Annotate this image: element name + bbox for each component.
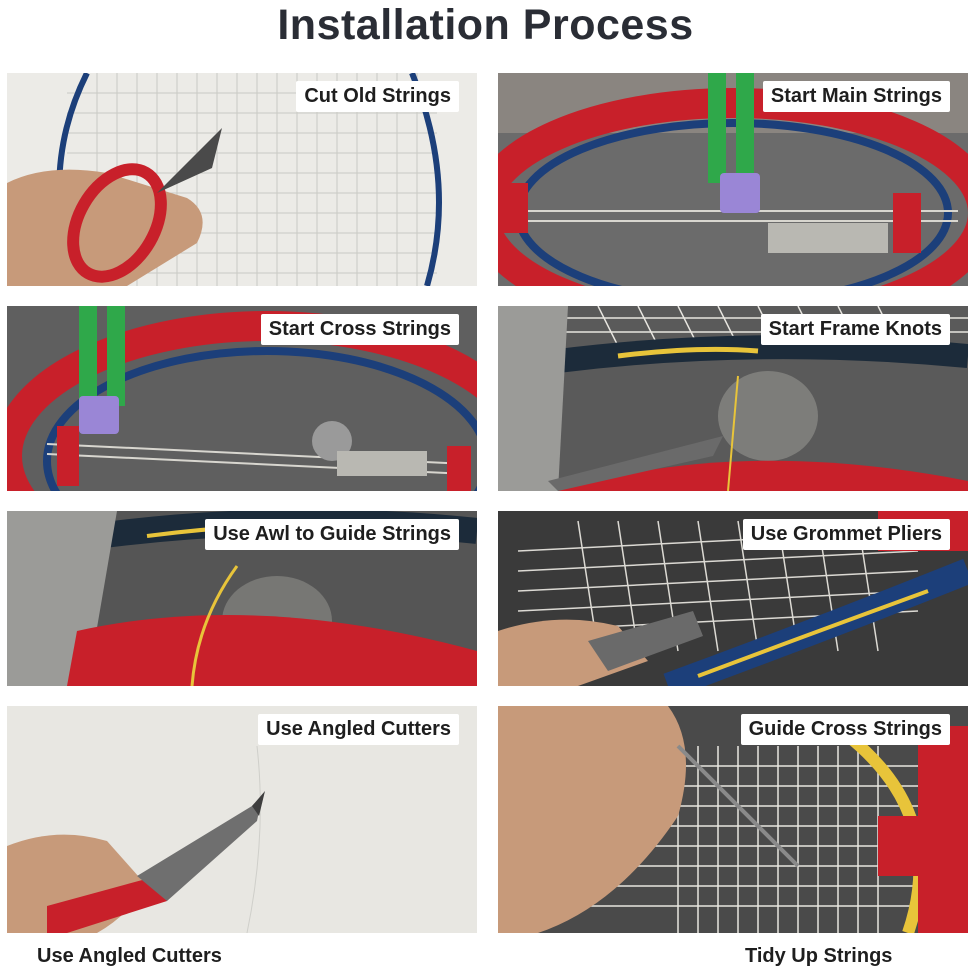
panel-start-frame-knots: Start Frame Knots (498, 306, 968, 491)
panel-guide-cross-strings: Guide Cross Strings (498, 706, 968, 933)
panel-start-main-strings: Start Main Strings (498, 73, 968, 286)
awl-guiding-string-photo (7, 511, 477, 686)
panel-label: Start Cross Strings (260, 314, 459, 345)
panel-cut-old-strings: Cut Old Strings (7, 73, 477, 286)
grommet-pliers-on-frame-photo (498, 511, 968, 686)
panel-use-awl-to-guide-strings: Use Awl to Guide Strings (7, 511, 477, 686)
panel-label: Use Grommet Pliers (742, 519, 950, 550)
racket-clamped-cross-strings-photo (7, 306, 477, 491)
panel-use-grommet-pliers: Use Grommet Pliers (498, 511, 968, 686)
panel-label: Guide Cross Strings (740, 714, 950, 745)
page-title: Installation Process (277, 1, 694, 49)
angled-cutters-photo (7, 706, 477, 933)
panel-label: Cut Old Strings (296, 81, 459, 112)
panel-start-cross-strings: Start Cross Strings (7, 306, 477, 491)
panel-label: Start Main Strings (762, 81, 950, 112)
panel-label: Use Angled Cutters (258, 714, 459, 745)
caption-left: Use Angled Cutters (37, 945, 222, 967)
caption-right: Tidy Up Strings (745, 945, 893, 967)
panel-label: Start Frame Knots (760, 314, 950, 345)
panel-use-angled-cutters: Use Angled Cutters (7, 706, 477, 933)
panel-label: Use Awl to Guide Strings (205, 519, 459, 550)
